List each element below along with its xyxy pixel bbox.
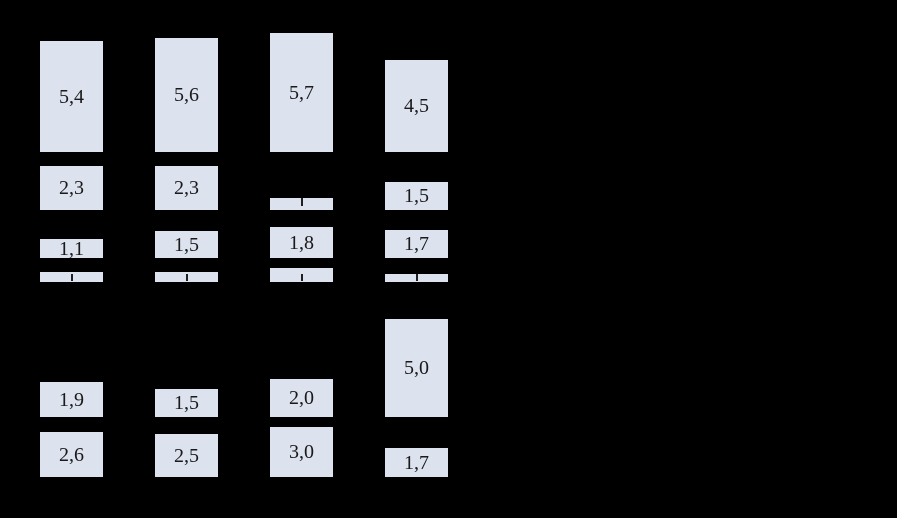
bar-top-row-1-col2: 5,7 bbox=[270, 33, 333, 152]
bar-value-label: 3,0 bbox=[289, 441, 314, 463]
bar-top-row-4-col2 bbox=[270, 268, 333, 282]
bar-top-row-3-col3: 1,7 bbox=[385, 230, 448, 258]
bar-value-label: 5,6 bbox=[174, 84, 199, 106]
bar-value-label: 5,0 bbox=[404, 357, 429, 379]
bar-top-row-2-col2 bbox=[270, 198, 333, 210]
bar-bottom-row-2-col2: 3,0 bbox=[270, 427, 333, 477]
bar-value-label: 5,7 bbox=[289, 81, 314, 104]
bar-bottom-row-1-col2: 2,0 bbox=[270, 379, 333, 417]
bar-bottom-row-1-col1: 1,5 bbox=[155, 389, 218, 417]
axis-tick bbox=[415, 274, 418, 281]
bar-value-label: 1,5 bbox=[404, 185, 429, 207]
bar-top-row-1-col0: 5,4 bbox=[40, 41, 103, 152]
bar-value-label: 2,5 bbox=[174, 444, 199, 467]
bar-top-row-1-col1: 5,6 bbox=[155, 38, 218, 152]
bar-top-row-3-col0: 1,1 bbox=[40, 237, 103, 260]
bar-bottom-row-1-col0: 1,9 bbox=[40, 382, 103, 417]
bar-value-label: 5,4 bbox=[59, 85, 84, 108]
axis-tick bbox=[70, 274, 73, 281]
bar-bottom-row-2-col1: 2,5 bbox=[155, 434, 218, 477]
bar-top-row-2-col3: 1,5 bbox=[385, 182, 448, 210]
bar-value-label: 1,5 bbox=[174, 233, 199, 256]
bar-top-row-2-col1: 2,3 bbox=[155, 166, 218, 210]
bar-value-label: 2,3 bbox=[174, 177, 199, 199]
bar-top-row-3-col2: 1,8 bbox=[270, 227, 333, 258]
axis-tick bbox=[185, 274, 188, 281]
bar-value-label: 2,3 bbox=[59, 177, 84, 199]
bar-bottom-row-2-col0: 2,6 bbox=[40, 432, 103, 477]
bar-value-label: 1,7 bbox=[404, 233, 429, 255]
axis-tick bbox=[300, 198, 303, 206]
bar-bottom-row-1-col3: 5,0 bbox=[385, 319, 448, 417]
bar-top-row-2-col0: 2,3 bbox=[40, 166, 103, 210]
bar-top-row-4-col1 bbox=[155, 272, 218, 282]
bar-top-row-1-col3: 4,5 bbox=[385, 60, 448, 152]
bar-bottom-row-2-col3: 1,7 bbox=[385, 448, 448, 477]
bar-value-label: 1,1 bbox=[59, 237, 84, 260]
bar-value-label: 1,7 bbox=[404, 451, 429, 474]
axis-tick bbox=[300, 274, 303, 281]
bar-value-label: 2,6 bbox=[59, 443, 84, 466]
bar-value-label: 1,5 bbox=[174, 392, 199, 414]
bar-top-row-4-col3 bbox=[385, 274, 448, 282]
bar-value-label: 1,9 bbox=[59, 388, 84, 411]
bar-top-row-3-col1: 1,5 bbox=[155, 231, 218, 258]
bar-value-label: 4,5 bbox=[404, 95, 429, 117]
bar-value-label: 2,0 bbox=[289, 387, 314, 409]
bar-top-row-4-col0 bbox=[40, 272, 103, 282]
bar-value-label: 1,8 bbox=[289, 231, 314, 254]
